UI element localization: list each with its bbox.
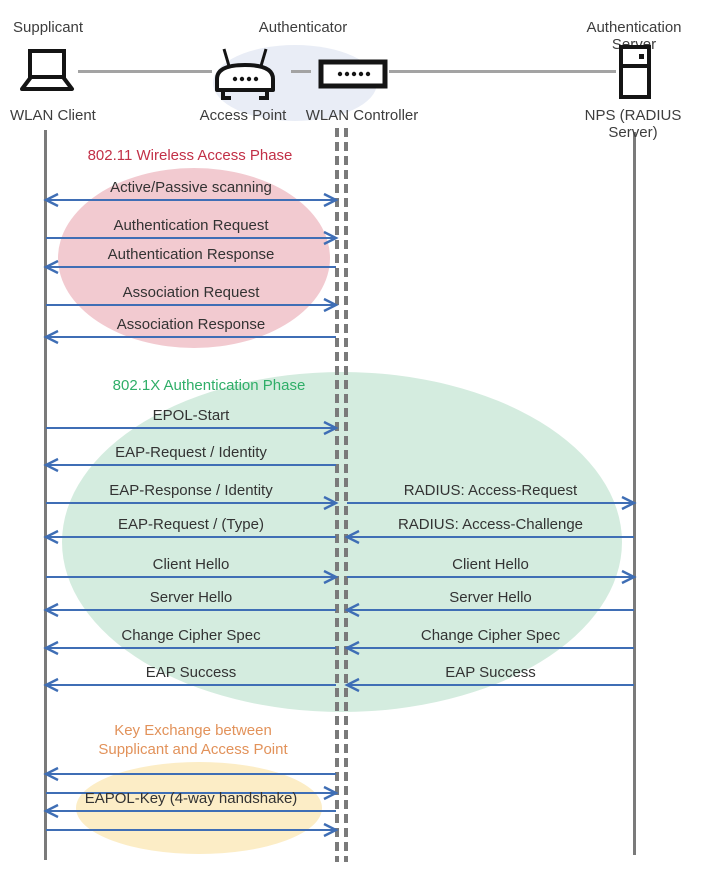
connector-line — [389, 70, 616, 73]
phase-title-wireless-access: 802.11 Wireless Access Phase — [87, 147, 293, 164]
laptop-icon — [20, 49, 74, 91]
message-arrow — [43, 677, 336, 693]
message-label: Active/Passive scanning — [110, 179, 272, 196]
message-arrow — [46, 495, 339, 511]
message-arrow — [344, 602, 634, 618]
message-label: Association Request — [122, 284, 260, 301]
lifeline-wlan-client — [44, 130, 47, 860]
lifeline-radius-server — [633, 132, 636, 855]
message-label: RADIUS: Access-Challenge — [397, 516, 584, 533]
message-arrow — [43, 259, 336, 275]
connector-line — [78, 70, 212, 73]
message-label: Server Hello — [149, 589, 233, 606]
message-arrow — [43, 602, 336, 618]
message-arrow — [347, 495, 637, 511]
message-label: Association Response — [116, 316, 266, 333]
device-label-access-point: Access Point — [199, 107, 287, 124]
role-label-authenticator: Authenticator — [258, 19, 348, 36]
message-label: EAPOL-Key (4-way handshake) — [84, 790, 298, 807]
message-arrow — [344, 640, 634, 656]
message-label: EAP-Request / Identity — [115, 444, 267, 461]
message-arrow — [43, 803, 336, 819]
message-arrow — [46, 822, 339, 838]
lifeline-wlan-controller-dashed — [344, 128, 348, 862]
connector-dash — [291, 70, 311, 73]
device-label-nps-radius-server: NPS (RADIUS Server) — [584, 107, 682, 141]
message-arrow — [46, 569, 339, 585]
message-arrow — [344, 529, 634, 545]
message-label: EAP Success — [145, 664, 237, 681]
message-arrow — [344, 677, 634, 693]
phase-title-key-exchange: Key Exchange between Supplicant and Acce… — [98, 722, 288, 758]
message-arrow — [43, 640, 336, 656]
message-label: Client Hello — [452, 556, 529, 573]
phase-title-authentication: 802.1X Authentication Phase — [112, 377, 306, 394]
message-label: Authentication Request — [113, 217, 269, 234]
message-label: EAP Success — [445, 664, 536, 681]
message-arrow — [43, 529, 336, 545]
message-arrow — [43, 192, 339, 208]
wlan-controller-icon — [318, 59, 388, 89]
message-label: RADIUS: Access-Request — [403, 482, 578, 499]
message-label: EPOL-Start — [152, 407, 230, 424]
message-arrow — [347, 569, 637, 585]
message-label: Client Hello — [152, 556, 230, 573]
message-arrow — [43, 329, 336, 345]
message-arrow — [43, 766, 336, 782]
server-icon — [619, 45, 651, 99]
message-arrow — [46, 297, 339, 313]
device-label-wlan-controller: WLAN Controller — [305, 107, 419, 124]
lifeline-wlan-controller-dashed — [335, 128, 339, 862]
message-arrow — [46, 230, 339, 246]
message-label: Server Hello — [449, 589, 532, 606]
message-arrow — [43, 457, 336, 473]
message-arrow — [46, 420, 339, 436]
message-label: EAP-Response / Identity — [109, 482, 273, 499]
phase-ellipse-key-exchange — [76, 762, 322, 854]
phase-ellipse-wireless-access — [58, 168, 330, 348]
message-label: Change Cipher Spec — [420, 627, 561, 644]
message-label: Authentication Response — [107, 246, 275, 263]
message-label: Change Cipher Spec — [121, 627, 261, 644]
device-label-wlan-client: WLAN Client — [10, 107, 96, 124]
access-point-icon — [215, 48, 275, 100]
message-arrow — [46, 785, 339, 801]
role-label-supplicant: Supplicant — [13, 19, 84, 36]
message-label: EAP-Request / (Type) — [118, 516, 264, 533]
